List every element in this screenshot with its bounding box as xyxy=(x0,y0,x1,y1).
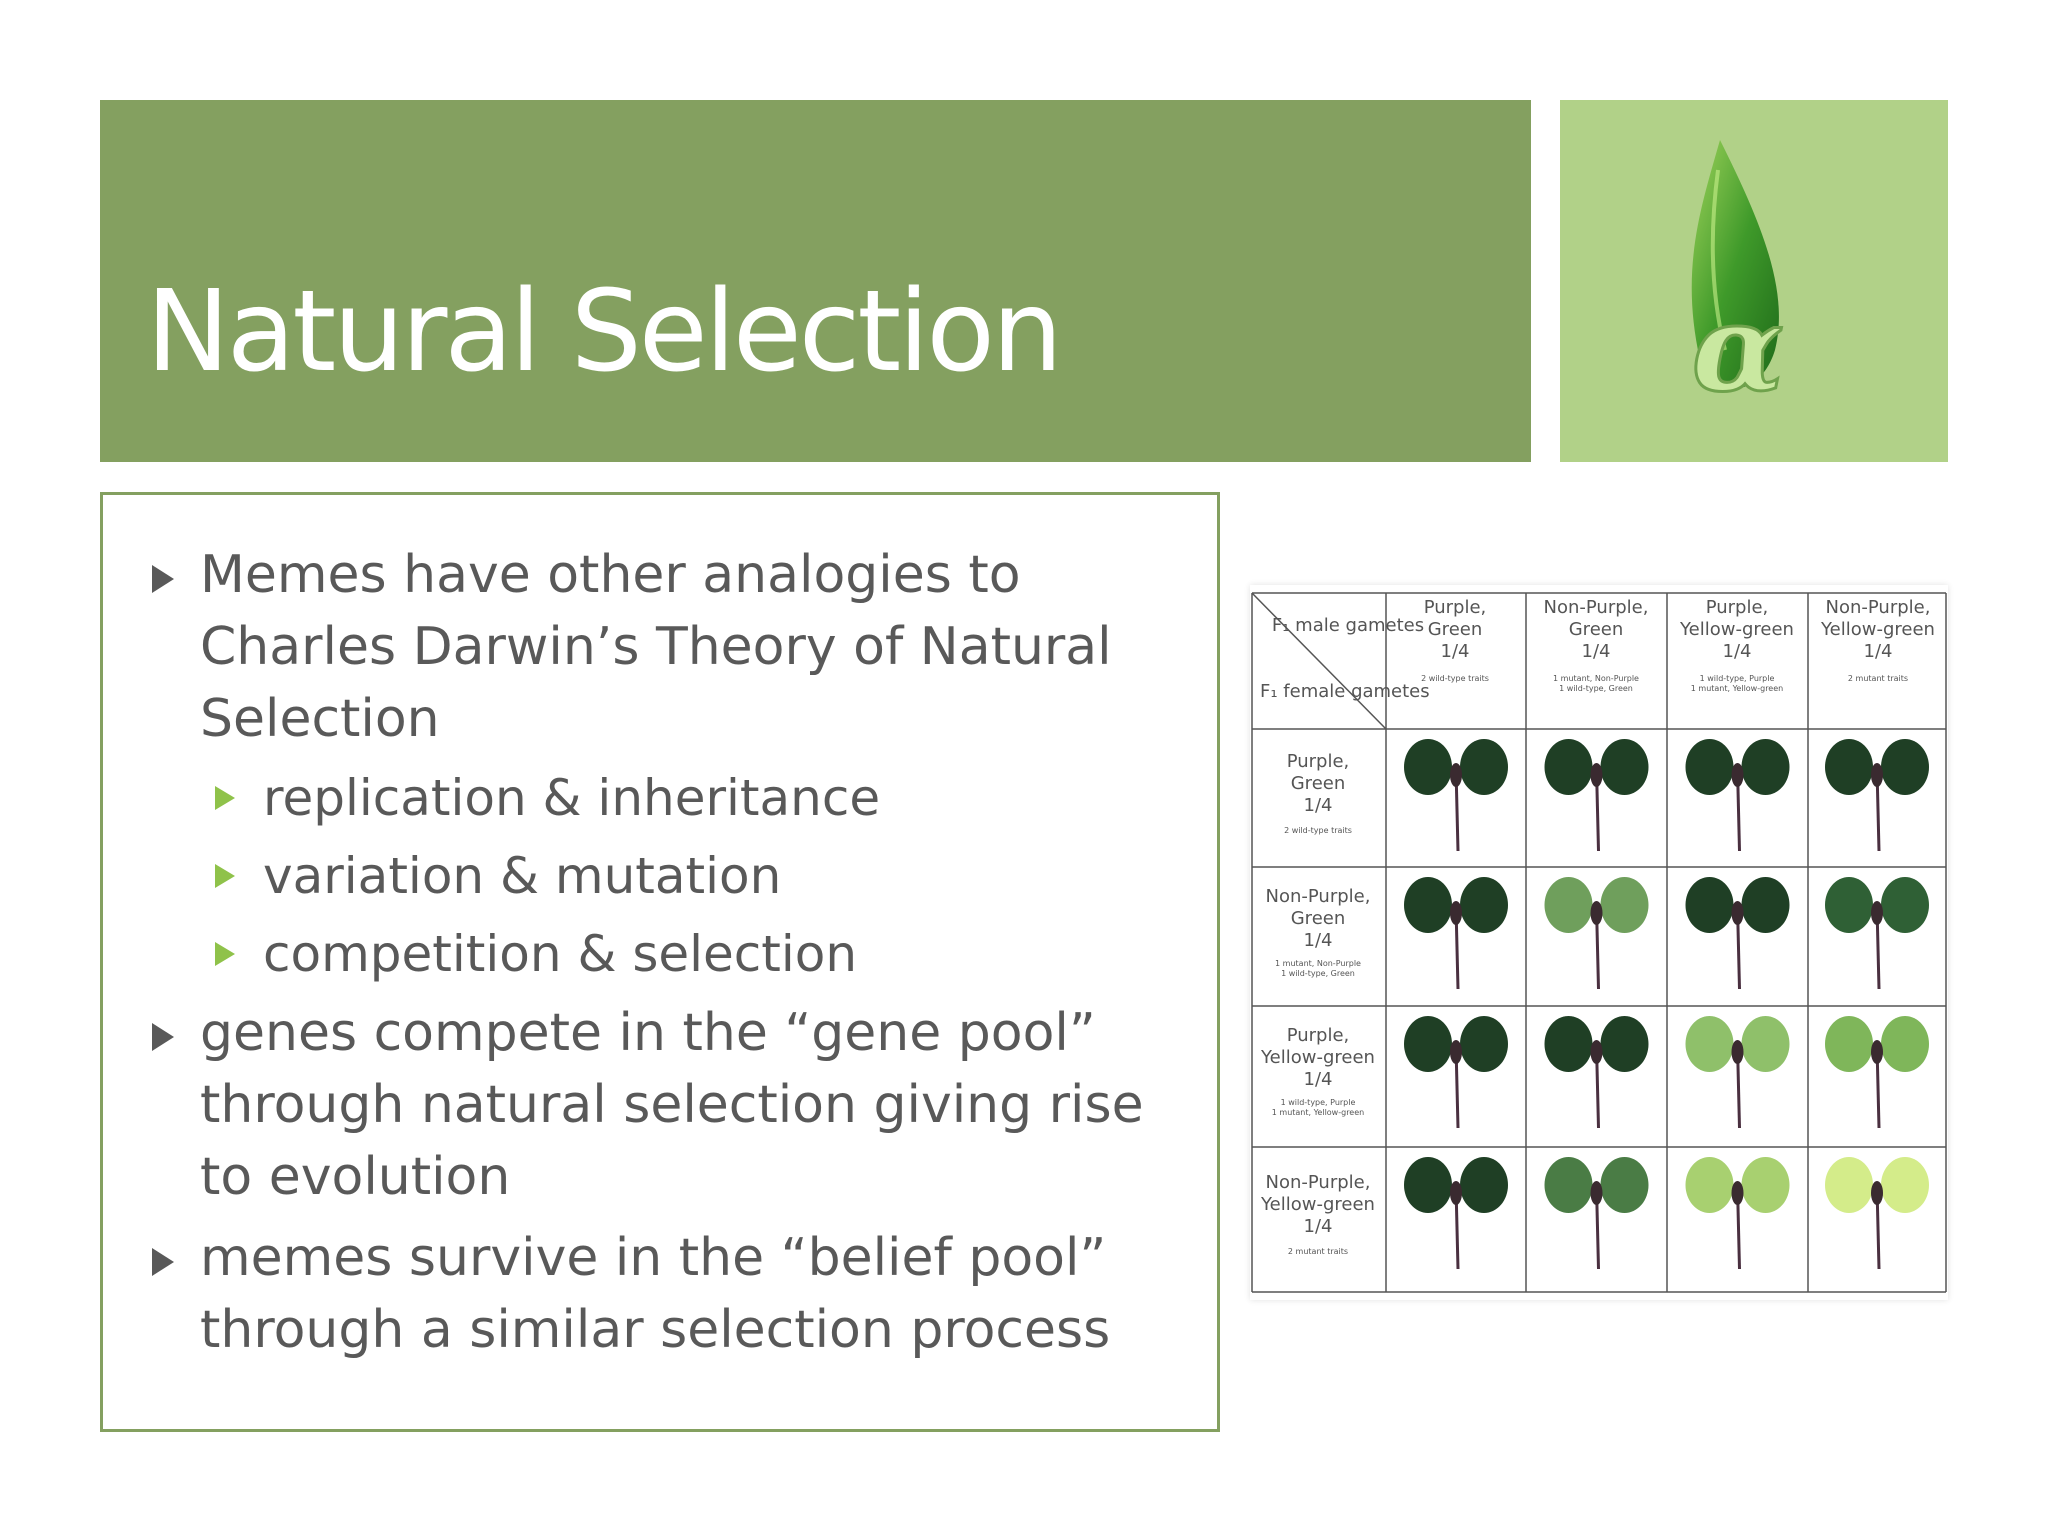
row-header: Green xyxy=(1291,908,1346,929)
column-header: 1/4 xyxy=(1441,641,1470,662)
seedling-image xyxy=(1825,1016,1929,1129)
row-note: 1 wild-type, Green xyxy=(1281,969,1355,978)
column-header: Yellow-green xyxy=(1679,619,1794,640)
row-header: Purple, xyxy=(1287,1025,1350,1046)
row-note: 2 mutant traits xyxy=(1288,1247,1348,1256)
logo-box: α xyxy=(1560,100,1948,462)
bullet-arrow-icon xyxy=(152,1023,174,1051)
bullet-text: memes survive in the “belief pool” throu… xyxy=(200,1228,1111,1360)
seedling-image xyxy=(1825,739,1929,852)
bullet-arrow-icon xyxy=(152,1248,174,1276)
column-header: 1/4 xyxy=(1864,641,1893,662)
seedling-image xyxy=(1825,877,1929,990)
column-note: 2 mutant traits xyxy=(1848,674,1908,683)
corner-bottom-label: F₁ female gametes xyxy=(1260,681,1430,702)
row-header: 1/4 xyxy=(1304,930,1333,951)
row-header: Non-Purple, xyxy=(1266,886,1371,907)
row-note: 1 mutant, Yellow-green xyxy=(1272,1108,1364,1117)
seedling-image xyxy=(1544,1016,1649,1129)
row-note: 2 wild-type traits xyxy=(1284,826,1352,835)
row-header: Non-Purple, xyxy=(1266,1172,1371,1193)
column-header: Non-Purple, xyxy=(1544,597,1649,618)
row-header: Yellow-green xyxy=(1260,1194,1375,1215)
sub-bullet-arrow-icon xyxy=(215,786,235,810)
seedling-image xyxy=(1404,1157,1508,1270)
seedling-image xyxy=(1685,739,1790,852)
seedling-image xyxy=(1404,877,1508,990)
column-header: Purple, xyxy=(1706,597,1769,618)
seedling-image xyxy=(1685,877,1790,990)
row-note: 1 wild-type, Purple xyxy=(1281,1098,1356,1107)
seedling-image xyxy=(1404,1016,1508,1129)
alpha-glyph: α xyxy=(1692,278,1784,419)
row-note: 1 mutant, Non-Purple xyxy=(1275,959,1361,968)
seedling-image xyxy=(1544,877,1649,990)
row-header: 1/4 xyxy=(1304,1069,1333,1090)
seedling-image xyxy=(1544,1157,1649,1270)
seedling-image xyxy=(1685,1016,1790,1129)
column-header: 1/4 xyxy=(1723,641,1752,662)
seedling-image xyxy=(1544,739,1649,852)
row-header: Yellow-green xyxy=(1260,1047,1375,1068)
seedling-image xyxy=(1685,1157,1790,1270)
bullet-arrow-icon xyxy=(152,565,174,593)
column-header: 1/4 xyxy=(1582,641,1611,662)
column-header: Non-Purple, xyxy=(1826,597,1931,618)
corner-top-label: F₁ male gametes xyxy=(1272,615,1424,636)
column-header: Yellow-green xyxy=(1820,619,1935,640)
column-note: 1 mutant, Yellow-green xyxy=(1691,684,1783,693)
sub-bullet-text: replication & inheritance xyxy=(263,769,881,827)
leaf-alpha-logo: α xyxy=(1690,140,1786,421)
title-bar: Natural Selection xyxy=(100,100,1531,462)
seedling-image xyxy=(1404,739,1508,852)
column-note: 1 mutant, Non-Purple xyxy=(1553,674,1639,683)
row-header: Purple, xyxy=(1287,751,1350,772)
row-header: Green xyxy=(1291,773,1346,794)
row-header: 1/4 xyxy=(1304,795,1333,816)
column-header: Green xyxy=(1569,619,1624,640)
punnett-grid: F₁ male gametes F₁ female gametes Purple… xyxy=(1251,592,1947,1293)
punnett-square-image: F₁ male gametes F₁ female gametes Purple… xyxy=(1250,585,1948,1300)
column-header: Purple, xyxy=(1424,597,1487,618)
sub-bullet-text: variation & mutation xyxy=(263,847,782,905)
row-header: 1/4 xyxy=(1304,1216,1333,1237)
column-note: 1 wild-type, Green xyxy=(1559,684,1633,693)
bullet-text: genes compete in the “gene pool” through… xyxy=(200,1003,1144,1207)
column-note: 1 wild-type, Purple xyxy=(1700,674,1775,683)
seedling-image xyxy=(1825,1157,1929,1270)
sub-bullet-text: competition & selection xyxy=(263,925,858,983)
column-header: Green xyxy=(1428,619,1483,640)
sub-bullet-arrow-icon xyxy=(215,864,235,888)
slide-title: Natural Selection xyxy=(146,267,1063,397)
content-box: Memes have other analogies to Charles Da… xyxy=(100,492,1220,1432)
sub-bullet-arrow-icon xyxy=(215,942,235,966)
bullet-text: Memes have other analogies to Charles Da… xyxy=(200,545,1112,749)
column-note: 2 wild-type traits xyxy=(1421,674,1489,683)
